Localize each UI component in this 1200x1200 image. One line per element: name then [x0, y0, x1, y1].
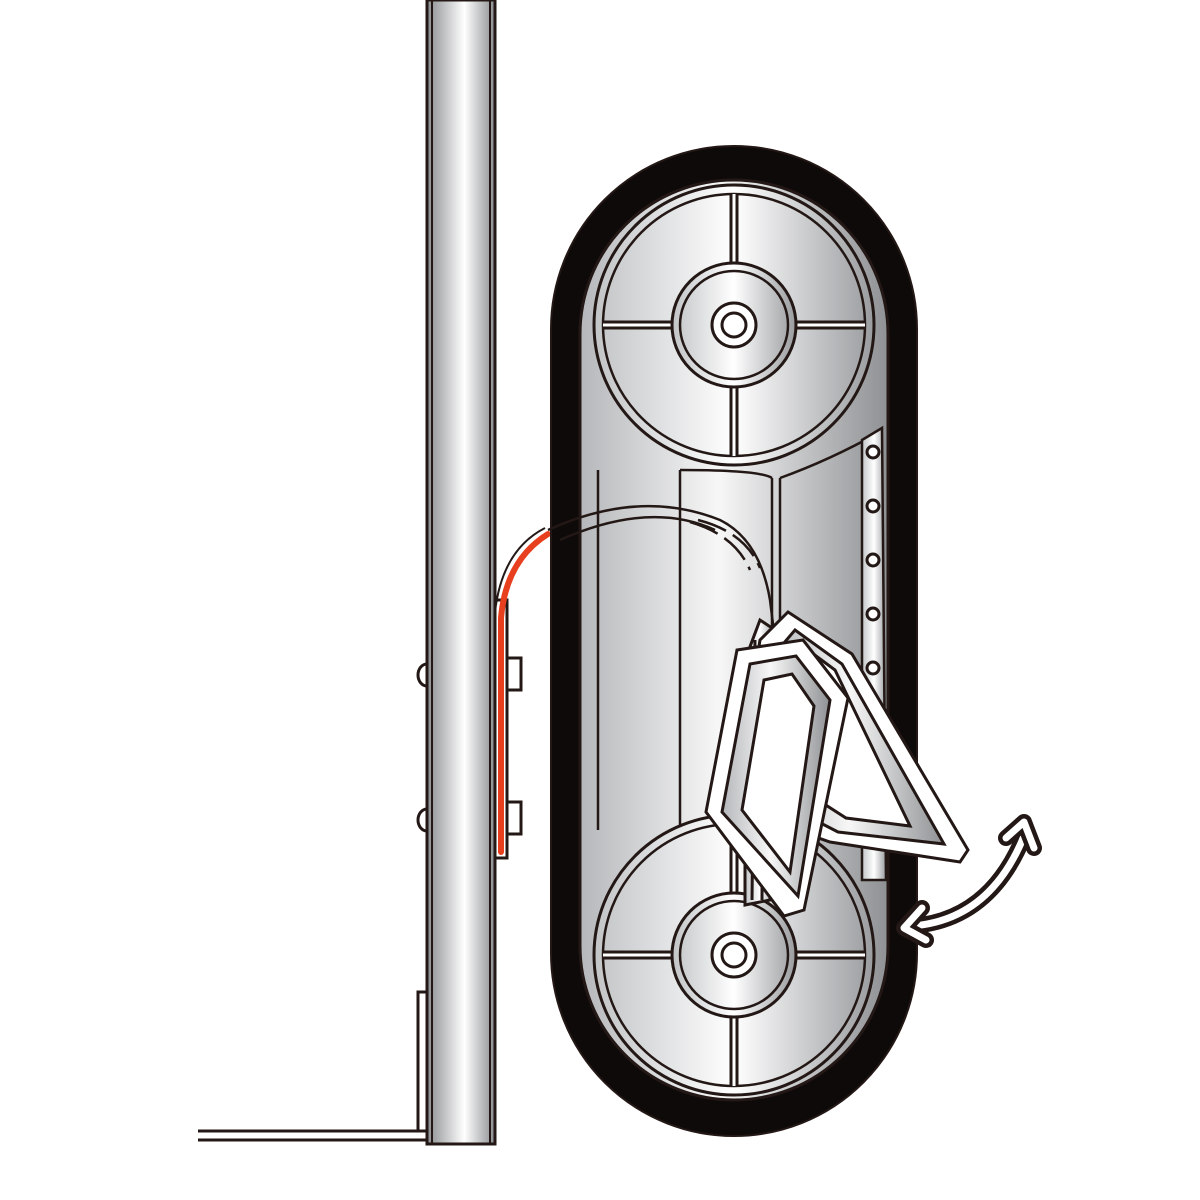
bolt-hole — [865, 552, 881, 568]
clamp-lever — [704, 610, 970, 918]
swing-arrow — [896, 814, 1042, 948]
pole-bolts — [416, 662, 429, 833]
bolt-hole — [865, 498, 881, 514]
vertical-pole — [425, 0, 497, 1146]
bolt-hole — [865, 660, 881, 676]
bolt-hole — [865, 444, 881, 460]
cable-outline — [494, 527, 546, 855]
cable-arc — [547, 504, 777, 641]
bolt-hole — [865, 606, 881, 622]
cable — [498, 531, 551, 855]
floor-bracket — [198, 990, 428, 1142]
upper-pulley — [592, 183, 876, 467]
lower-pulley — [592, 813, 876, 1097]
